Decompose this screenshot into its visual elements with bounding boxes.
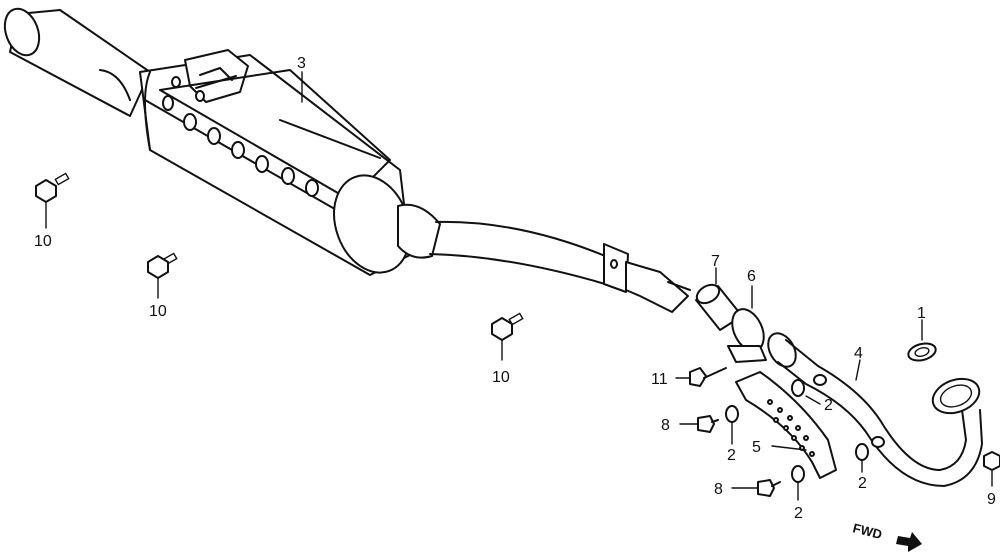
callout-6: 6 bbox=[747, 268, 756, 285]
heat-guard-part-5 bbox=[735, 371, 837, 479]
gasket-part-1 bbox=[907, 319, 937, 362]
forward-arrow-icon bbox=[896, 532, 922, 552]
nut-part-9 bbox=[983, 451, 1000, 487]
callout-1: 1 bbox=[917, 305, 926, 322]
callout-2-a: 2 bbox=[824, 397, 833, 414]
callout-8-lower: 8 bbox=[714, 481, 723, 498]
bolt-part-10-left bbox=[35, 172, 70, 229]
callout-5: 5 bbox=[752, 439, 761, 456]
callout-10-center: 10 bbox=[492, 369, 510, 386]
muffler-part-3 bbox=[3, 7, 691, 313]
callout-2-d: 2 bbox=[794, 505, 803, 522]
bolt-part-10-middle-left bbox=[147, 252, 178, 299]
forward-direction-indicator: FWD bbox=[851, 520, 922, 552]
callout-8-upper: 8 bbox=[661, 417, 670, 434]
callout-9: 9 bbox=[987, 491, 996, 508]
bolt-part-11 bbox=[675, 367, 727, 387]
callout-7: 7 bbox=[711, 253, 720, 270]
washer-part-2-a bbox=[791, 379, 821, 405]
callout-10-left: 10 bbox=[34, 233, 52, 250]
direction-label: FWD bbox=[851, 520, 883, 542]
washer-part-2-b bbox=[725, 405, 739, 445]
callout-4: 4 bbox=[854, 345, 863, 362]
clamp-part-6 bbox=[727, 285, 767, 363]
bolt-part-10-center bbox=[491, 312, 524, 361]
bolt-part-8-lower bbox=[731, 479, 781, 497]
callout-11: 11 bbox=[651, 371, 668, 388]
washer-part-2-c bbox=[855, 443, 869, 473]
callout-3: 3 bbox=[297, 55, 306, 72]
exhaust-pipe-part-4 bbox=[767, 332, 983, 487]
callout-2-c: 2 bbox=[858, 475, 867, 492]
washer-part-2-d bbox=[791, 465, 805, 501]
bolt-part-8-upper bbox=[679, 415, 719, 433]
callout-2-b: 2 bbox=[727, 447, 736, 464]
callout-10-middle-left: 10 bbox=[149, 303, 167, 320]
